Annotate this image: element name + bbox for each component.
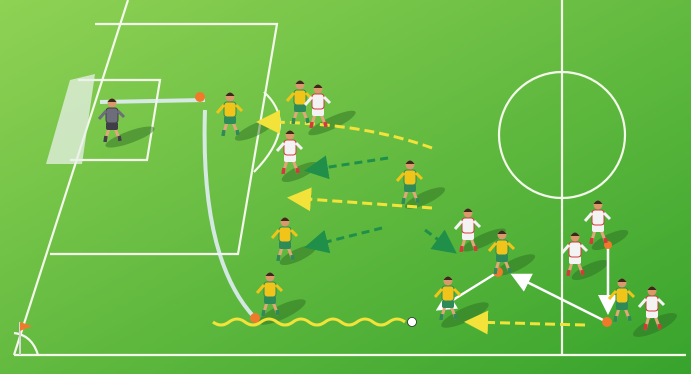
marker-1 — [195, 92, 205, 102]
marker-2 — [250, 313, 260, 323]
marker-4 — [602, 317, 612, 327]
soccer-ball-icon — [408, 318, 417, 327]
